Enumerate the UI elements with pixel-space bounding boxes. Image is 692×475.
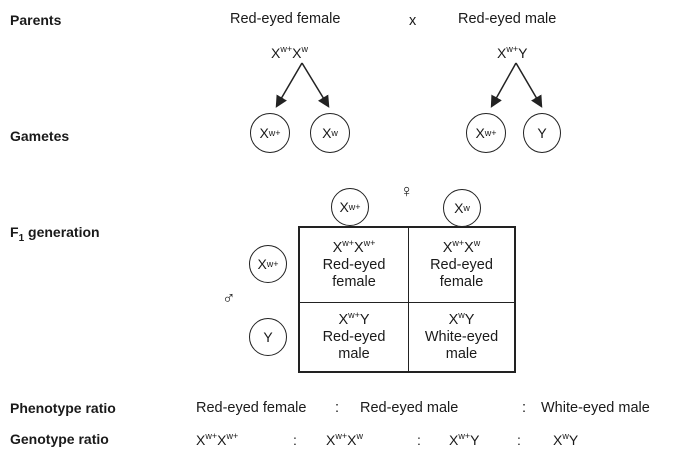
f1-subscript: 1 xyxy=(18,232,25,244)
cell-phenotype-line1: Red-eyed xyxy=(322,256,386,273)
arrow-female-left xyxy=(275,62,303,108)
cell-genotype: Xw+Xw xyxy=(442,237,481,256)
f1-generation-label: F1 generation xyxy=(10,224,100,244)
cell-phenotype-line2: female xyxy=(439,273,484,290)
cell-phenotype-line1: Red-eyed xyxy=(430,256,493,273)
ratio-separator: : xyxy=(335,400,340,416)
genotype-3: Xw+Y xyxy=(449,431,480,449)
ratio-separator: : xyxy=(293,432,297,448)
ratio-separator: : xyxy=(417,432,421,448)
phenotype-red-female: Red-eyed female xyxy=(196,400,307,416)
f1-suffix: generation xyxy=(24,224,100,240)
cell-phenotype-line2: male xyxy=(445,345,478,362)
female-symbol-icon: ♀ xyxy=(400,181,414,201)
punnett-cell: Xw+Xw+ Red-eyed female xyxy=(300,228,408,302)
male-symbol-icon: ♂ xyxy=(222,288,236,308)
arrow-male-right xyxy=(515,62,543,108)
genotype-ratio-label: Genotype ratio xyxy=(10,431,109,447)
genotype-1: Xw+Xw+ xyxy=(196,431,239,449)
parent-male-genotype: Xw+Y xyxy=(497,44,528,62)
arrow-male-left xyxy=(490,62,517,108)
gamete-male-2: Y xyxy=(523,113,561,153)
punnett-cell: XwY White-eyed male xyxy=(408,302,514,371)
parent-female-genotype: Xw+Xw xyxy=(271,44,308,62)
phenotype-red-male: Red-eyed male xyxy=(360,400,459,416)
ratio-separator: : xyxy=(517,432,521,448)
arrow-female-right xyxy=(301,62,330,108)
punnett-square: Xw+Xw+ Red-eyed female Xw+Xw Red-eyed fe… xyxy=(298,226,516,373)
punnett-cell: Xw+Xw Red-eyed female xyxy=(408,228,514,302)
cell-phenotype-line1: White-eyed xyxy=(424,328,499,345)
f1-prefix: F xyxy=(10,224,19,240)
cell-phenotype-line2: female xyxy=(332,273,376,290)
cell-phenotype-line1: Red-eyed xyxy=(322,328,386,345)
parent-female-phenotype: Red-eyed female xyxy=(230,11,341,27)
punnett-cell: Xw+Y Red-eyed male xyxy=(300,302,408,371)
cell-phenotype-line2: male xyxy=(338,345,370,362)
phenotype-ratio-label: Phenotype ratio xyxy=(10,400,116,416)
cross-symbol: x xyxy=(409,13,417,29)
phenotype-white-male: White-eyed male xyxy=(541,400,650,416)
ratio-separator: : xyxy=(522,400,527,416)
parents-label: Parents xyxy=(10,12,62,28)
cell-genotype: Xw+Y xyxy=(338,309,370,328)
parent-male-phenotype: Red-eyed male xyxy=(458,11,557,27)
cell-genotype: Xw+Xw+ xyxy=(332,237,376,256)
gametes-label: Gametes xyxy=(10,128,70,144)
genotype-2: Xw+Xw xyxy=(326,431,363,449)
cell-genotype: XwY xyxy=(448,309,475,328)
punnett-row-header-2: Y xyxy=(249,318,287,356)
genotype-4: XwY xyxy=(553,431,579,449)
